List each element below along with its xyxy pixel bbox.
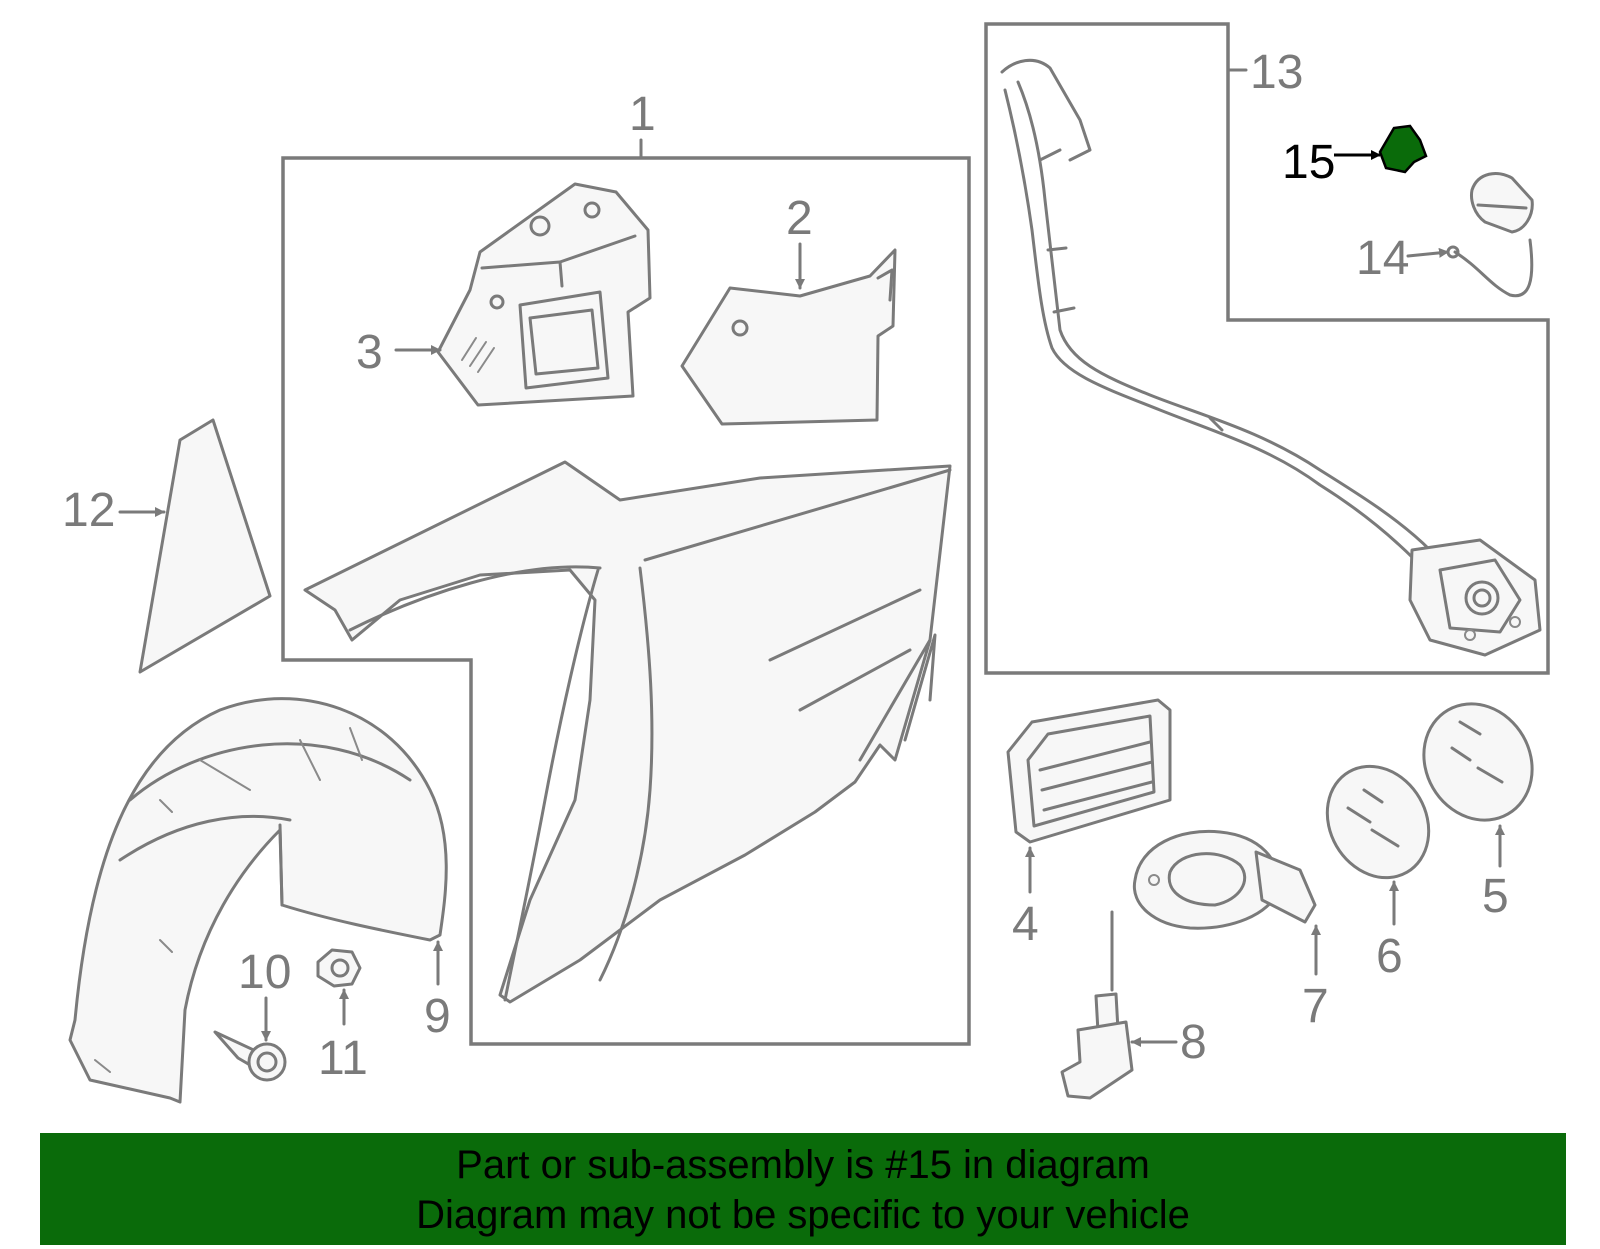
assembly-box-13 [984,22,1550,675]
callout-11: 11 [318,1032,368,1085]
callout-8: 8 [1180,1016,1207,1069]
part-15-highlighted [1378,124,1428,174]
callout-9: 9 [424,990,451,1043]
banner-line-1: Part or sub-assembly is #15 in diagram [456,1143,1150,1187]
part-4-housing [1006,698,1172,844]
callout-10: 10 [238,946,291,999]
callout-15: 15 [1282,136,1335,189]
callout-1: 1 [629,88,656,141]
part-6-door [1325,764,1431,880]
callout-14: 14 [1356,232,1409,285]
part-5-door [1422,702,1534,822]
part-14-cap [1446,172,1534,298]
part-8-actuator [1060,910,1134,1100]
assembly-box-1 [281,156,971,1046]
part-10-clip [213,1030,287,1082]
callout-5: 5 [1482,870,1509,923]
callout-12: 12 [62,484,115,537]
part-3-inner-bracket [436,182,652,407]
part-7-filler-housing [1132,829,1317,930]
callout-6: 6 [1376,930,1403,983]
part-13-charge-harness [1000,58,1542,657]
part-12-pad [138,418,272,674]
callout-3: 3 [356,326,383,379]
callout-13: 13 [1250,46,1303,99]
callout-14-arrow [1406,247,1450,258]
part-11-nut [316,948,362,988]
part-9-liner [68,697,448,1104]
banner-line-2: Diagram may not be specific to your vehi… [416,1193,1190,1237]
callout-7: 7 [1302,980,1329,1033]
callout-4: 4 [1012,898,1039,951]
callout-2: 2 [786,192,813,245]
part-2-panel [680,248,897,426]
part-1-quarter-panel [303,460,952,1004]
info-banner: Part or sub-assembly is #15 in diagram D… [40,1133,1566,1245]
